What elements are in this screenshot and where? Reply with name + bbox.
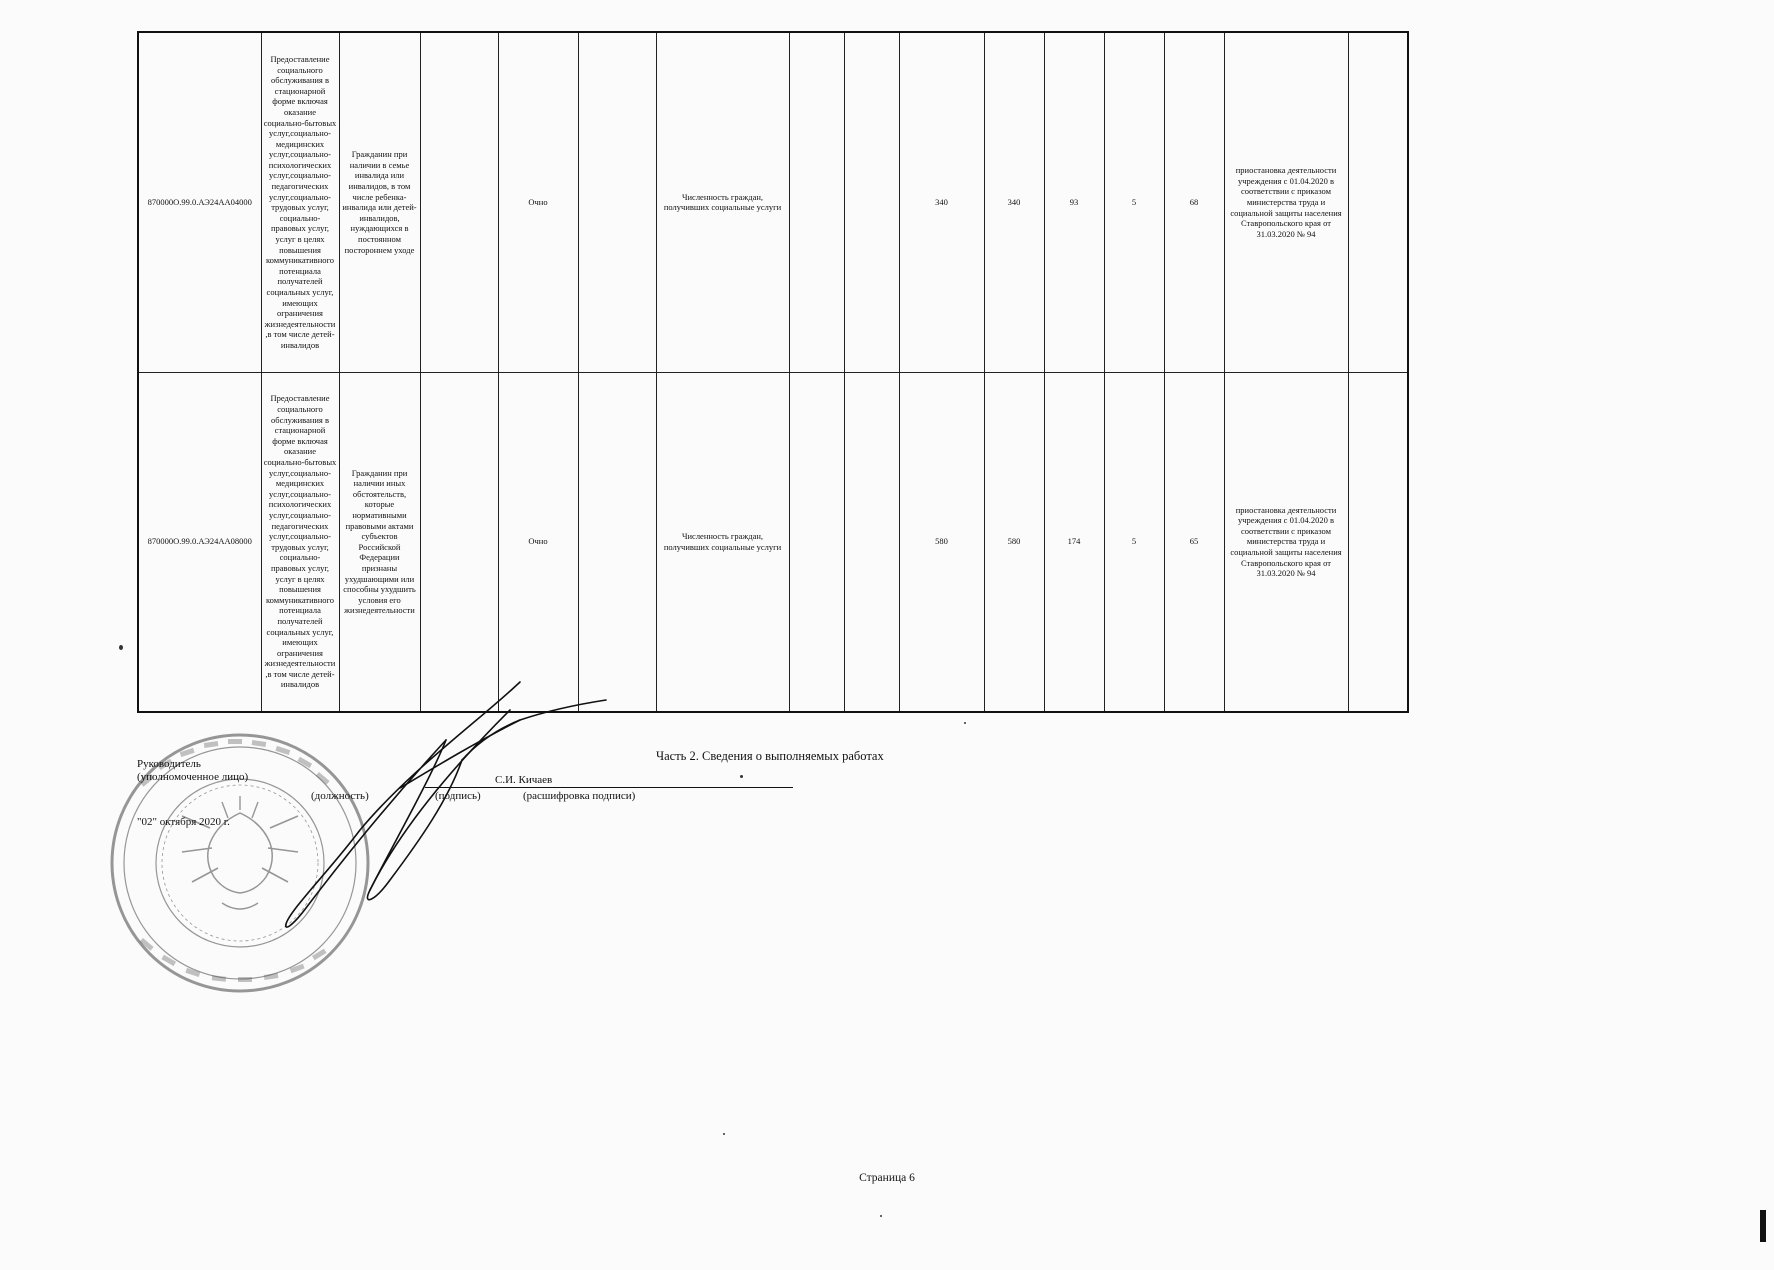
empty-cell	[843, 371, 900, 713]
scan-speck	[740, 775, 743, 778]
empty-cell	[788, 371, 845, 713]
table-row: 870000О.99.0.АЭ24АА08000 Предоставление …	[137, 371, 1409, 713]
signature-line	[425, 787, 793, 788]
signer-name: С.И. Кичаев	[495, 774, 553, 786]
page-number: Страница 6	[859, 1172, 915, 1184]
value-deviation: 65	[1163, 371, 1225, 713]
value-approved: 340	[898, 31, 985, 373]
table-row: 870000О.99.0.АЭ24АА04000 Предоставление …	[137, 31, 1409, 373]
label-signature: (подпись)	[435, 790, 481, 802]
deviation-reason: приостановка деятельности учреждения с 0…	[1223, 371, 1349, 713]
service-form: Очно	[497, 31, 579, 373]
label-decoding: (расшифровка подписи)	[523, 790, 636, 802]
value-approved: 580	[898, 371, 985, 713]
value-deviation-allowed: 5	[1103, 371, 1165, 713]
indicator-name: Численность граждан, получивших социальн…	[655, 31, 790, 373]
registry-code: 870000О.99.0.АЭ24АА04000	[137, 31, 262, 373]
scan-speck	[723, 1133, 725, 1135]
empty-cell	[788, 31, 845, 373]
value-report: 580	[983, 371, 1045, 713]
service-form: Очно	[497, 371, 579, 713]
value-actual: 93	[1043, 31, 1105, 373]
signature-block: Руководитель (уполномоченное лицо) С.И. …	[135, 758, 793, 878]
scan-edge-mark	[1760, 1210, 1766, 1242]
scan-speck	[880, 1215, 882, 1217]
scan-speck	[964, 722, 966, 724]
signature-date: "02" октября 2020 г.	[137, 816, 230, 828]
empty-cell	[577, 31, 657, 373]
deviation-reason: приостановка деятельности учреждения с 0…	[1223, 31, 1349, 373]
recipient-category: Гражданин при наличии в семье инвалида и…	[338, 31, 421, 373]
label-position: (должность)	[311, 790, 369, 802]
value-report: 340	[983, 31, 1045, 373]
recipient-category: Гражданин при наличии иных обстоятельств…	[338, 371, 421, 713]
service-name: Предоставление социального обслуживания …	[260, 371, 340, 713]
empty-cell	[419, 371, 499, 713]
empty-cell	[1347, 371, 1409, 713]
empty-cell	[577, 371, 657, 713]
empty-cell	[843, 31, 900, 373]
indicator-name: Численность граждан, получивших социальн…	[655, 371, 790, 713]
value-deviation: 68	[1163, 31, 1225, 373]
registry-code: 870000О.99.0.АЭ24АА08000	[137, 371, 262, 713]
part2-heading: Часть 2. Сведения о выполняемых работах	[656, 749, 884, 763]
service-name: Предоставление социального обслуживания …	[260, 31, 340, 373]
scan-speck	[119, 645, 123, 650]
empty-cell	[1347, 31, 1409, 373]
value-deviation-allowed: 5	[1103, 31, 1165, 373]
signer-title: Руководитель (уполномоченное лицо)	[137, 758, 249, 783]
empty-cell	[419, 31, 499, 373]
value-actual: 174	[1043, 371, 1105, 713]
report-table: 870000О.99.0.АЭ24АА04000 Предоставление …	[137, 31, 1409, 713]
